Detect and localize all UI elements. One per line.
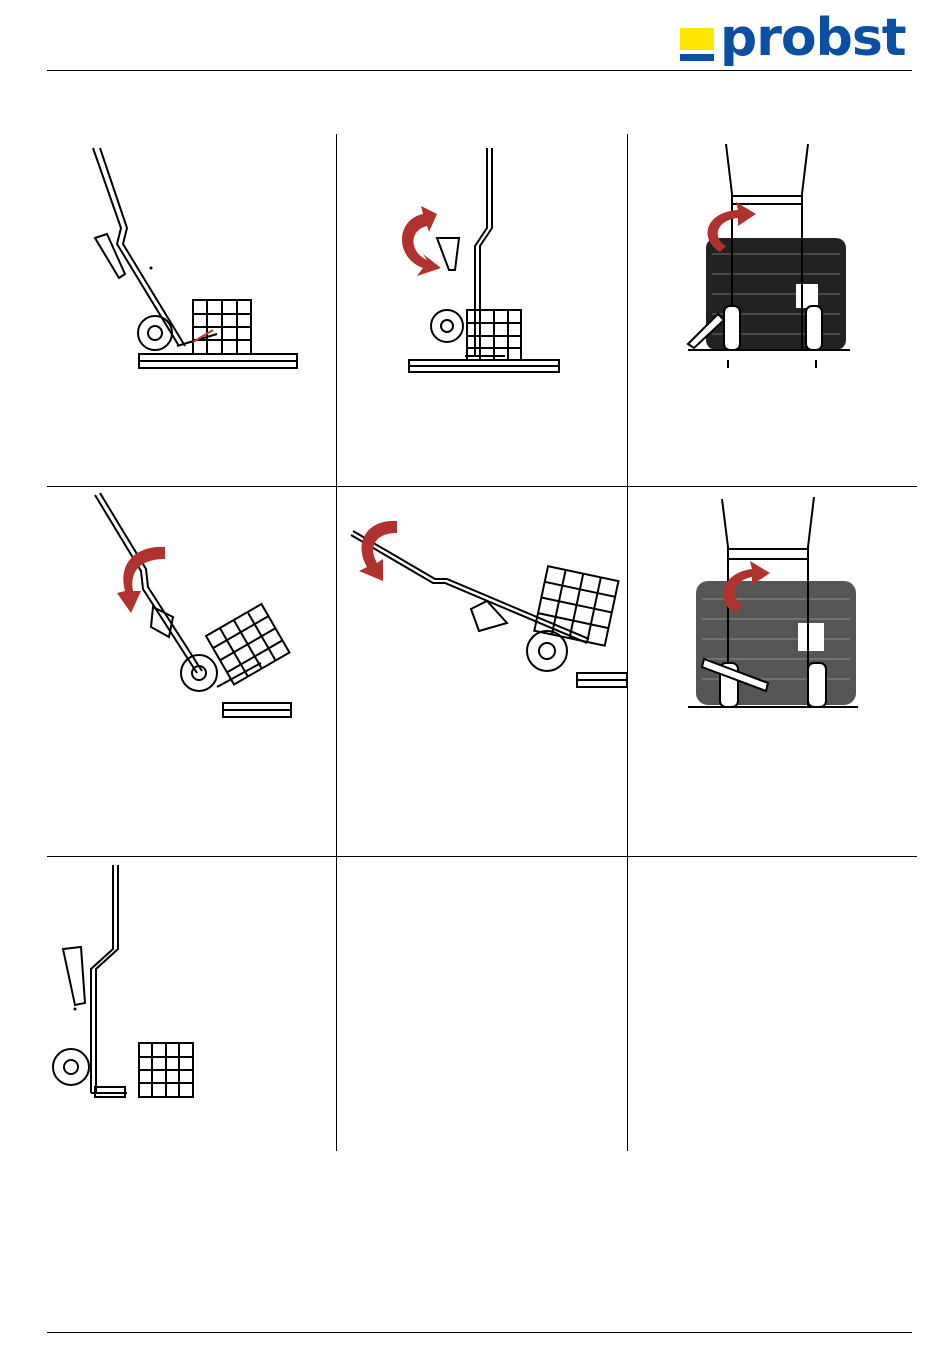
illustration-hand-truck-horizontal xyxy=(337,487,627,856)
illustration-hand-truck-pallet-set-down xyxy=(47,857,336,1151)
probst-logo: probst xyxy=(680,22,910,70)
header-rule xyxy=(47,70,912,71)
panel-step-8 xyxy=(337,857,627,1151)
logo-yellow-square xyxy=(680,28,714,50)
panel-step-1 xyxy=(47,134,336,486)
panel-step-9 xyxy=(628,857,917,1151)
panel-step-4 xyxy=(47,487,336,856)
panel-step-6 xyxy=(628,487,917,856)
logo-blue-bar xyxy=(680,54,714,61)
illustration-hand-truck-front-view-2 xyxy=(628,487,917,856)
rotate-arrow-icon xyxy=(402,206,441,276)
panel-step-5 xyxy=(337,487,627,856)
instruction-grid xyxy=(47,134,917,1151)
panel-step-2 xyxy=(337,134,627,486)
panel-step-7 xyxy=(47,857,336,1151)
illustration-hand-truck-tilted xyxy=(47,134,336,486)
illustration-hand-truck-tilting-back xyxy=(47,487,336,856)
footer-rule xyxy=(47,1332,912,1333)
illustration-hand-truck-upright xyxy=(337,134,627,486)
logo-text: probst xyxy=(720,8,906,68)
panel-step-3 xyxy=(628,134,917,486)
illustration-hand-truck-front-view xyxy=(628,134,917,486)
